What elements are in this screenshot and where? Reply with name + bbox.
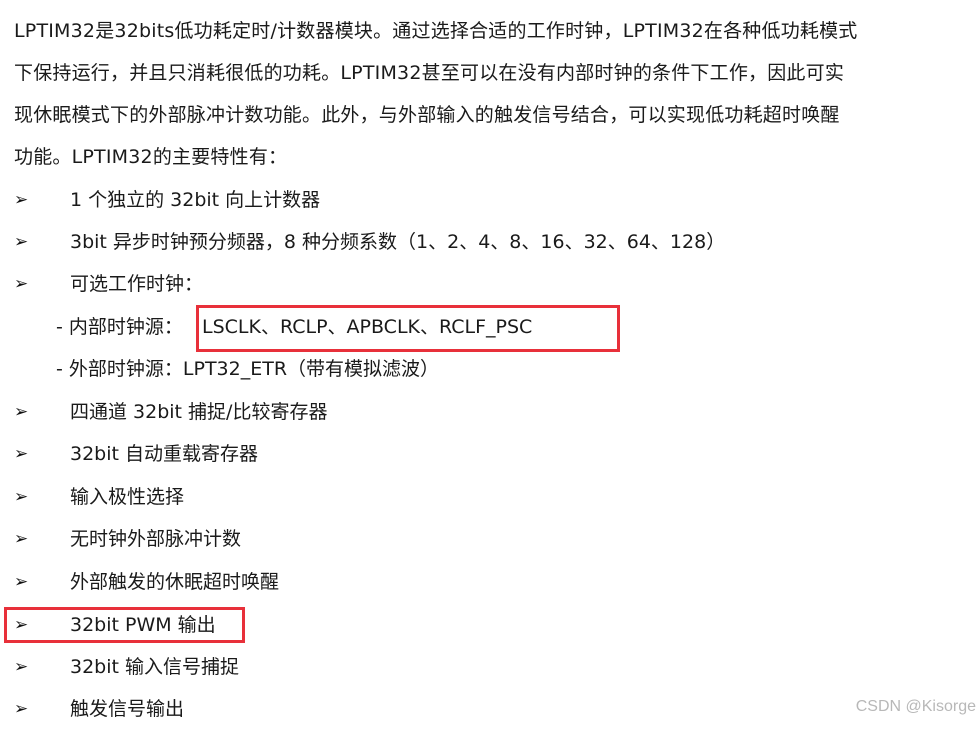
internal-clock-value: LSCLK、RCLP、APBCLK、RCLF_PSC xyxy=(202,316,533,338)
arrow-bullet-icon: ➢ xyxy=(14,487,29,507)
internal-clock-prefix: - 内部时钟源： xyxy=(56,316,183,338)
feature-text: 输入极性选择 xyxy=(70,486,185,508)
arrow-bullet-icon: ➢ xyxy=(14,529,29,549)
highlight-box-pwm-output xyxy=(4,607,245,643)
intro-line: 现休眠模式下的外部脉冲计数功能。此外，与外部输入的触发信号结合，可以实现低功耗超… xyxy=(14,104,840,126)
intro-line: 功能。LPTIM32的主要特性有： xyxy=(14,146,288,168)
feature-text: 32bit 输入信号捕捉 xyxy=(70,656,240,678)
feature-item: ➢ 输入极性选择 xyxy=(0,477,960,517)
arrow-bullet-icon: ➢ xyxy=(14,572,29,592)
highlight-box-internal-clock xyxy=(196,305,620,352)
external-clock-source: - 外部时钟源：LPT32_ETR（带有模拟滤波） xyxy=(0,349,960,389)
arrow-bullet-icon: ➢ xyxy=(14,402,29,422)
feature-text: 1 个独立的 32bit 向上计数器 xyxy=(70,189,321,211)
external-clock-text: - 外部时钟源：LPT32_ETR（带有模拟滤波） xyxy=(56,358,440,380)
feature-item: ➢ 可选工作时钟： xyxy=(0,264,960,304)
arrow-bullet-icon: ➢ xyxy=(14,615,29,635)
feature-item: ➢ 触发信号输出 xyxy=(0,689,960,729)
feature-item: ➢ 3bit 异步时钟预分频器，8 种分频系数（1、2、4、8、16、32、64… xyxy=(0,222,960,262)
internal-clock-source: - 内部时钟源： LSCLK、RCLP、APBCLK、RCLF_PSC xyxy=(0,307,960,347)
intro-paragraph: LPTIM32是32bits低功耗定时/计数器模块。通过选择合适的工作时钟，LP… xyxy=(14,10,969,178)
arrow-bullet-icon: ➢ xyxy=(14,274,29,294)
feature-text: 四通道 32bit 捕捉/比较寄存器 xyxy=(70,401,328,423)
intro-line: LPTIM32是32bits低功耗定时/计数器模块。通过选择合适的工作时钟，LP… xyxy=(14,20,858,42)
feature-item: ➢ 无时钟外部脉冲计数 xyxy=(0,519,960,559)
intro-line: 下保持运行，并且只消耗很低的功耗。LPTIM32甚至可以在没有内部时钟的条件下工… xyxy=(14,62,845,84)
feature-text: 32bit PWM 输出 xyxy=(70,614,216,636)
feature-item: ➢ 四通道 32bit 捕捉/比较寄存器 xyxy=(0,392,960,432)
feature-item: ➢ 1 个独立的 32bit 向上计数器 xyxy=(0,180,960,220)
feature-item-pwm: ➢ 32bit PWM 输出 xyxy=(0,605,960,645)
arrow-bullet-icon: ➢ xyxy=(14,190,29,210)
feature-text: 触发信号输出 xyxy=(70,698,185,720)
feature-text: 32bit 自动重载寄存器 xyxy=(70,443,259,465)
arrow-bullet-icon: ➢ xyxy=(14,699,29,719)
arrow-bullet-icon: ➢ xyxy=(14,232,29,252)
feature-item: ➢ 32bit 自动重载寄存器 xyxy=(0,434,960,474)
feature-text: 外部触发的休眠超时唤醒 xyxy=(70,571,280,593)
watermark: CSDN @Kisorge xyxy=(855,698,976,715)
feature-item: ➢ 外部触发的休眠超时唤醒 xyxy=(0,562,960,602)
arrow-bullet-icon: ➢ xyxy=(14,444,29,464)
feature-text: 无时钟外部脉冲计数 xyxy=(70,528,242,550)
feature-text: 3bit 异步时钟预分频器，8 种分频系数（1、2、4、8、16、32、64、1… xyxy=(70,231,726,253)
arrow-bullet-icon: ➢ xyxy=(14,657,29,677)
feature-item: ➢ 32bit 输入信号捕捉 xyxy=(0,647,960,687)
feature-text: 可选工作时钟： xyxy=(70,273,204,295)
